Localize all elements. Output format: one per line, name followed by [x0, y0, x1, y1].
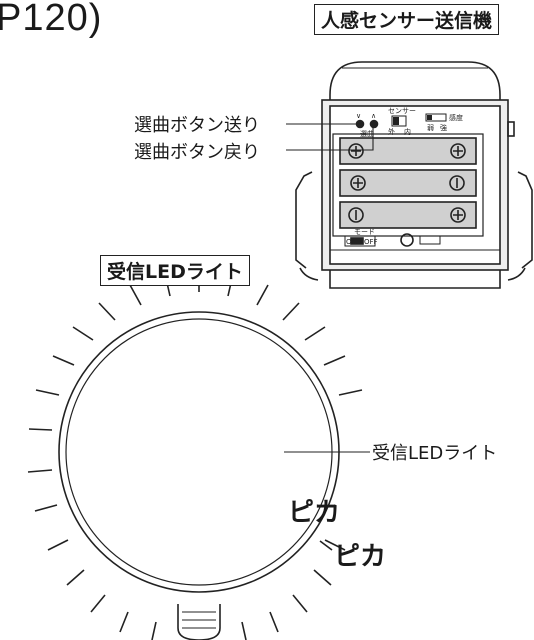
sensor-transmitter [295, 61, 533, 289]
power-off-label: OFF [364, 238, 378, 246]
led-light-callout: 受信LEDライト [372, 443, 498, 464]
sensor-transmitter-label: 人感センサー送信機 [314, 4, 500, 35]
sensitivity-strong-label: 強 [440, 124, 447, 132]
sensitivity-weak-label: 弱 [427, 124, 434, 132]
song-select-label: 選曲 [360, 129, 374, 138]
power-on-label: ON [346, 238, 357, 246]
blink-text-1: ピカ [288, 498, 341, 528]
back-button-callout: 選曲ボタン戻り [134, 142, 260, 163]
next-mark: ∨ [356, 112, 361, 120]
battery-1 [339, 137, 477, 165]
sensor-outside-label: 外 [388, 127, 395, 136]
light-rays [27, 270, 363, 640]
led-light-body [27, 270, 370, 640]
power-mode-label: モード [354, 228, 375, 236]
sensor-inside-label: 内 [404, 127, 411, 136]
blink-text-2: ピカ [334, 542, 387, 572]
led-light-box-label: 受信LEDライト [100, 255, 250, 286]
battery-3 [339, 201, 477, 229]
battery-2 [339, 169, 477, 197]
back-mark: ∧ [371, 112, 376, 120]
sensitivity-label: 感度 [449, 113, 463, 122]
sensor-switch-label: センサー [388, 107, 416, 115]
next-button-callout: 選曲ボタン送り [134, 115, 260, 136]
page-title: P120) [0, 0, 103, 39]
